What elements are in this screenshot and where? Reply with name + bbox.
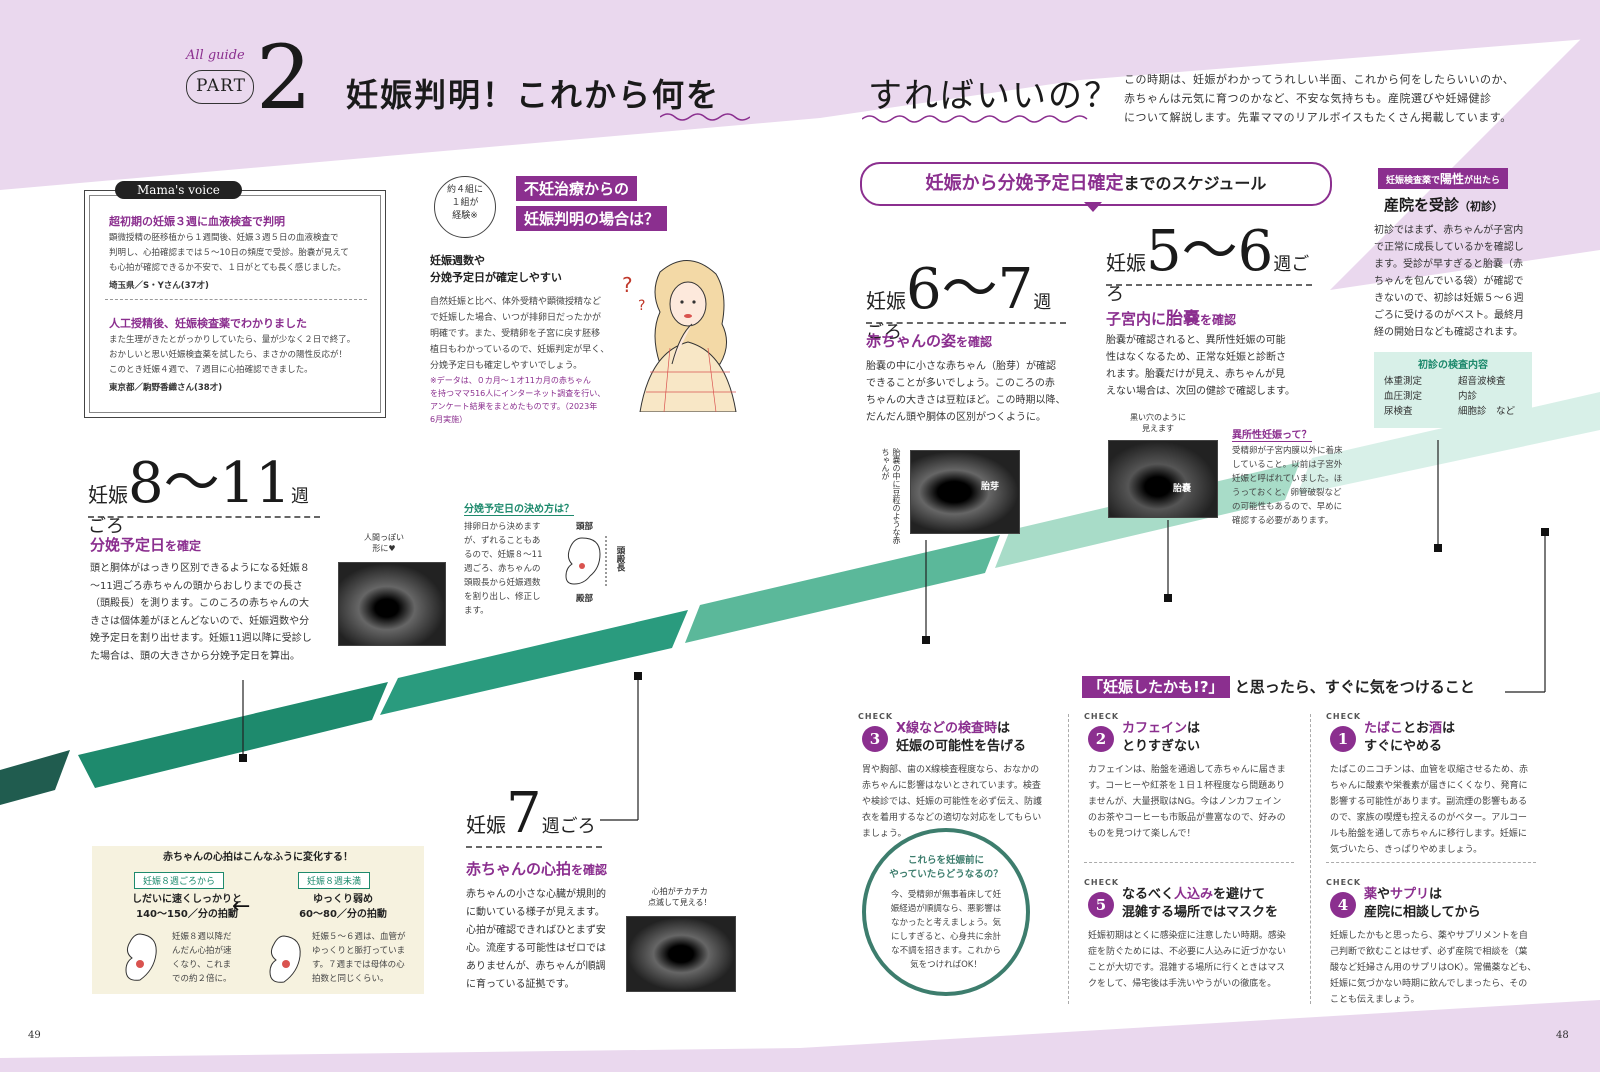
due-date-body: 排卵日から決めます が、ずれることもあ るので、妊娠８～11 週ごろ、赤ちゃんの… bbox=[464, 522, 543, 616]
w56-heading: 妊娠5～6週ごろ bbox=[1106, 224, 1312, 305]
infertility-badge: 約４組に １組が 経験※ bbox=[434, 176, 496, 238]
w7-body: 赤ちゃんの小さな心臓が規則的 に動いている様子が見えます。 心拍が確認できればひ… bbox=[466, 889, 606, 990]
lavender-right-band bbox=[1330, 20, 1600, 290]
infertility-subtitle: 妊娠週数や 分娩予定日が確定しやすい bbox=[430, 254, 562, 284]
w67-heading: 妊娠6～7週ごろ bbox=[866, 262, 1066, 343]
page-title-b: すればいいの？ bbox=[868, 76, 1120, 116]
voice-1-title: 超初期の妊娠３週に血液検査で判明 bbox=[109, 215, 285, 228]
first-visit-body: 初診ではまず、赤ちゃんが子宮内 で正常に成長しているかを確認し ます。受診が早す… bbox=[1374, 225, 1524, 338]
schedule-label: 妊娠から分娩予定日確定までのスケジュール bbox=[860, 162, 1332, 206]
checks-heading: 「妊娠したかも!?」 と思ったら、すぐに気をつけること bbox=[1082, 676, 1475, 698]
title-wave-underline bbox=[660, 113, 750, 121]
w811-heading: 妊娠8～11週ごろ bbox=[88, 456, 320, 537]
schedule-label-hl: 妊娠から分娩予定日確定 bbox=[925, 173, 1124, 194]
w811-title: 分娩予定日を確定 bbox=[90, 536, 202, 554]
first-visit-exam-box: 初診の検査内容 体重測定 血圧測定 尿検査 超音波検査 内診 細胞診 など bbox=[1374, 352, 1532, 428]
w67-us-caption: 胎嚢の中に豆粒のような赤ちゃんが bbox=[881, 448, 901, 544]
mama-voice-box: Mama's voice 超初期の妊娠３週に血液検査で判明 顕微授精の胚移植から… bbox=[84, 181, 386, 418]
infertility-body: 自然妊娠と比べ、体外受精や顕微授精など で妊娠した場合、いつが排卵日だったかが … bbox=[430, 297, 610, 371]
w811-ultrasound bbox=[338, 562, 446, 646]
woman-illustration: ? ? bbox=[622, 260, 737, 412]
checks-heading-q: 「妊娠したかも!?」 bbox=[1082, 676, 1230, 698]
page-number-left: 49 bbox=[28, 1030, 41, 1041]
infertility-title-2: 妊娠判明の場合は？ bbox=[516, 206, 668, 231]
first-visit-title: 産院を受診（初診） bbox=[1384, 196, 1504, 214]
lavender-bottom-band bbox=[0, 1000, 1600, 1072]
w67-title: 赤ちゃんの姿を確認 bbox=[866, 332, 993, 350]
timeline-connectors bbox=[242, 440, 1546, 821]
w811-body: 頭と胴体がはっきり区別できるようになる妊娠８ ～11週ごろ赤ちゃんの頭からおしり… bbox=[90, 563, 312, 662]
part-badge: All guide PART 2 bbox=[182, 34, 322, 122]
w56-us-label: 胎嚢 bbox=[1173, 484, 1192, 494]
svg-text:?: ? bbox=[622, 273, 633, 297]
fetus-hip-label: 殿部 bbox=[576, 594, 594, 604]
all-guide-label: All guide bbox=[186, 48, 245, 63]
w56-us-caption: 黒い穴のように 見えます bbox=[1130, 413, 1186, 433]
part-label: PART bbox=[196, 76, 246, 96]
lavender-top-band bbox=[0, 0, 1600, 190]
voice-2-title: 人工授精後、妊娠検査薬でわかりました bbox=[109, 317, 307, 330]
title-wave-underline-2 bbox=[862, 115, 1088, 123]
w7-heading: 妊娠7週ごろ bbox=[466, 786, 602, 848]
w7-us-caption: 心拍がチカチカ 点滅して見える！ bbox=[648, 887, 712, 907]
fetus-under8w-illustration bbox=[269, 935, 301, 983]
fetus-illustration bbox=[565, 536, 607, 588]
first-visit-tag: 妊娠検査薬で陽性が出たら bbox=[1378, 168, 1509, 189]
ectopic-title: 異所性妊娠って？ bbox=[1232, 426, 1312, 442]
mama-voice-label: Mama's voice bbox=[115, 181, 242, 199]
w67-us-label: 胎芽 bbox=[981, 482, 1000, 492]
due-date-title: 分娩予定日の決め方は？ bbox=[464, 500, 574, 516]
fetus-8w-illustration bbox=[125, 933, 157, 981]
schedule-label-pointer bbox=[1084, 202, 1102, 212]
w67-body: 胎嚢の中に小さな赤ちゃん（胎芽）が確認 できることが多いでしょう。このころの赤 … bbox=[866, 361, 1066, 423]
voice-2-author: 東京都／駒野香織さん(38才) bbox=[109, 383, 223, 393]
w67-ultrasound: 胎芽 bbox=[910, 450, 1020, 534]
heartbeat-right-tag: 妊娠８週未満 bbox=[298, 872, 371, 889]
voice-1-author: 埼玉県／S・Yさん(37才) bbox=[109, 281, 209, 291]
w7-ultrasound bbox=[626, 916, 736, 992]
ectopic-body: 受精卵が子宮内膜以外に着床 していること。以前は子宮外 妊娠と呼ばれていました。… bbox=[1232, 446, 1343, 526]
intro-text: この時期は、妊娠がわかってうれしい半面、これから何をしたらいいのか、 赤ちゃんは… bbox=[1124, 73, 1515, 124]
fetus-crl-label: 頭殿長 bbox=[615, 546, 625, 572]
w56-title: 子宮内に胎嚢を確認 bbox=[1106, 309, 1237, 329]
part-number: 2 bbox=[256, 26, 312, 129]
w811-us-caption: 人間っぽい 形に♥ bbox=[364, 533, 404, 553]
timeline-markers bbox=[239, 528, 1549, 762]
page-number-right: 48 bbox=[1556, 1030, 1569, 1041]
checks-heading-rest: と思ったら、すぐに気をつけること bbox=[1234, 678, 1475, 696]
schedule-label-rest: までのスケジュール bbox=[1123, 174, 1267, 193]
w56-ultrasound: 胎嚢 bbox=[1108, 440, 1218, 518]
w56-body: 胎嚢が確認されると、異所性妊娠の可能 性はなくなるため、正常な妊娠と診断さ れま… bbox=[1106, 335, 1295, 397]
part-label-box bbox=[186, 70, 254, 104]
page-title-a: 妊娠判明！これから何を bbox=[346, 76, 721, 114]
heartbeat-title: 赤ちゃんの心拍はこんなふうに変化する！ bbox=[163, 852, 353, 863]
heartbeat-box: 赤ちゃんの心拍はこんなふうに変化する！ 妊娠８週ごろから しだいに速くしっかりと… bbox=[92, 846, 424, 994]
heartbeat-left-tag: 妊娠８週ごろから bbox=[134, 872, 225, 889]
fetus-head-label: 頭部 bbox=[576, 522, 594, 532]
heartbeat-arrow-icon: ← bbox=[232, 894, 251, 919]
svg-text:?: ? bbox=[638, 298, 645, 314]
infertility-title-1: 不妊治療からの bbox=[516, 176, 638, 201]
infertility-note: ※データは、０カ月～１才11カ月の赤ちゃん を持つママ516人にインターネット調… bbox=[430, 376, 606, 424]
circle-note: これらを妊娠前に やっていたらどうなるの？ 今、受精卵が無事着床して妊 娠経過が… bbox=[862, 828, 1030, 996]
exam-title: 初診の検査内容 bbox=[1418, 360, 1488, 371]
w7-title: 赤ちゃんの心拍を確認 bbox=[466, 860, 608, 878]
